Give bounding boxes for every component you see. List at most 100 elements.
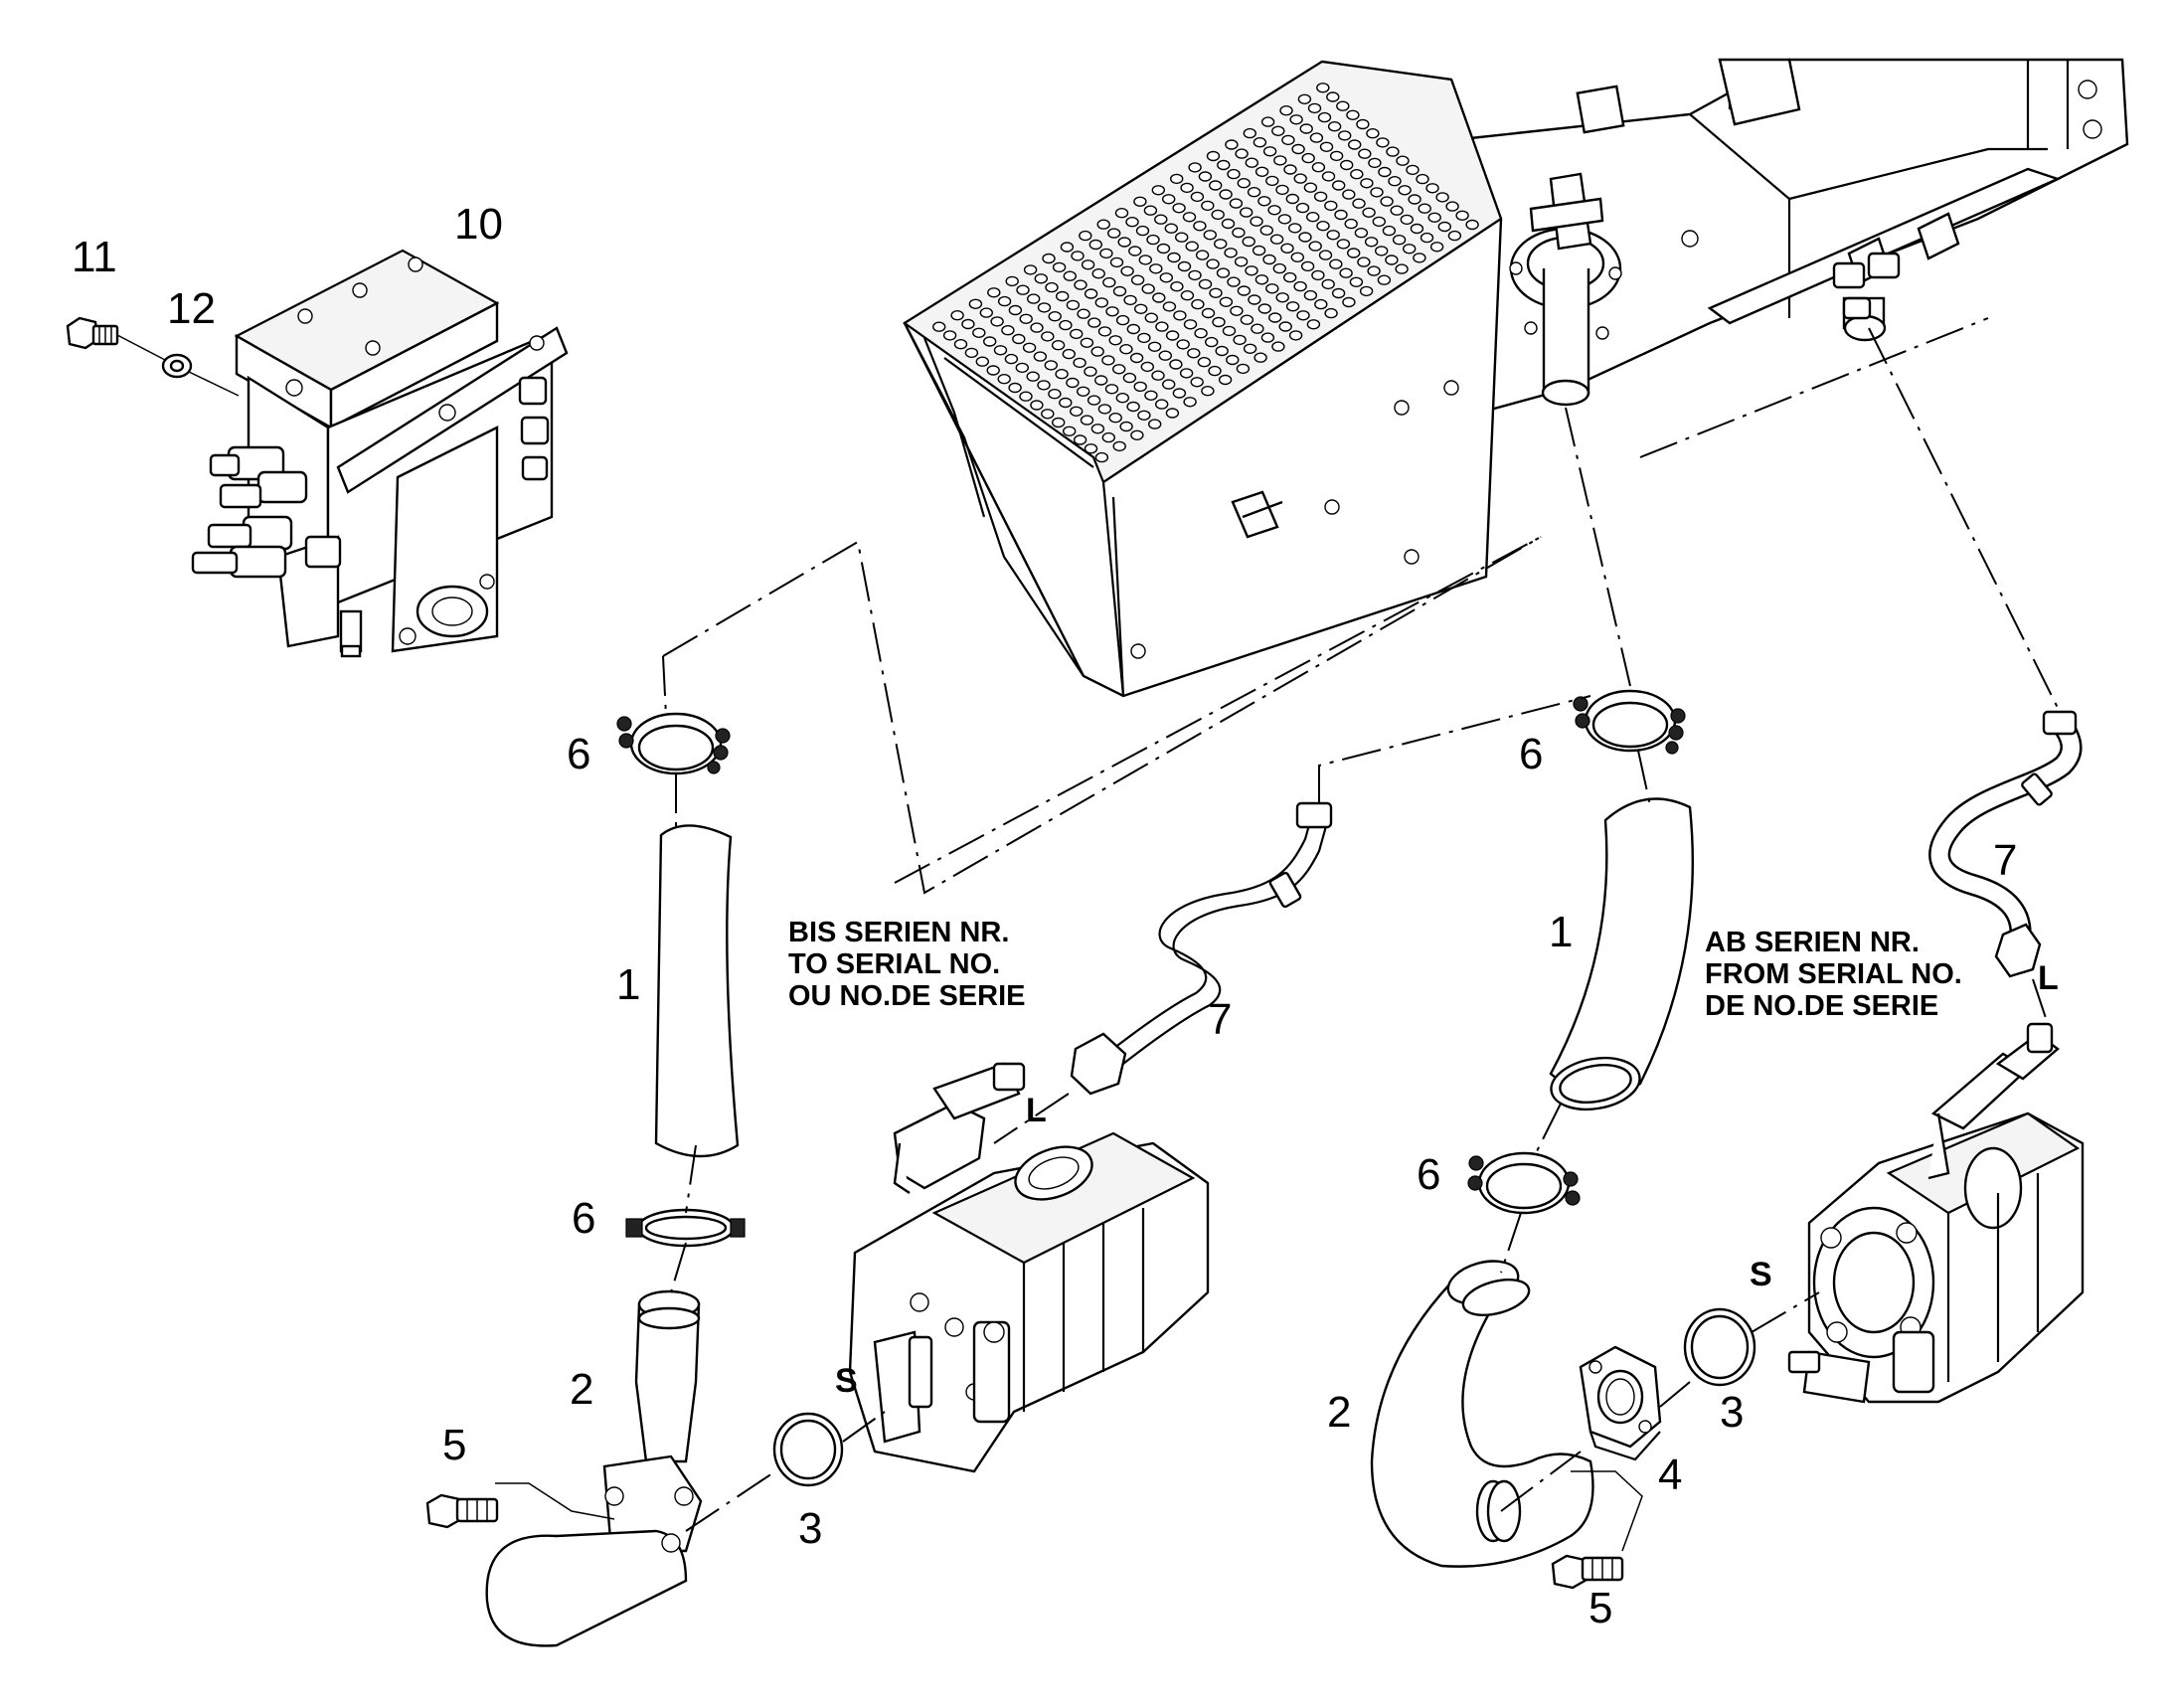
- lid-perforation: [1218, 374, 1233, 386]
- lid-perforation: [1307, 102, 1322, 114]
- lid-perforation: [1012, 333, 1026, 345]
- lid-perforation: [1236, 363, 1251, 375]
- lid-perforation: [1122, 372, 1137, 384]
- lid-perforation: [1372, 216, 1387, 228]
- lid-perforation: [1159, 272, 1174, 283]
- lid-perforation: [1272, 262, 1287, 274]
- lid-perforation: [1130, 429, 1144, 440]
- lid-perforation: [1147, 341, 1162, 352]
- lid-perforation: [1084, 443, 1098, 454]
- lid-perforation: [1257, 196, 1271, 207]
- lid-perforation: [1091, 268, 1105, 279]
- lid-perforation: [1259, 225, 1274, 236]
- lid-perforation: [1402, 244, 1417, 255]
- label-item-2-left: 2: [570, 1365, 593, 1414]
- lid-perforation: [1356, 118, 1370, 130]
- lid-perforation: [1133, 196, 1147, 208]
- lid-perforation: [1252, 245, 1266, 256]
- suction-hose-left: [654, 824, 740, 1158]
- lid-perforation: [1128, 246, 1142, 256]
- lid-perforation: [1221, 218, 1236, 230]
- lid-perforation: [1096, 219, 1110, 230]
- lid-perforation: [1326, 230, 1340, 241]
- label-item-1-left: 1: [616, 960, 640, 1009]
- lid-perforation: [1376, 137, 1390, 148]
- lid-perforation: [1037, 302, 1052, 313]
- hydraulic-pump-left: [848, 1062, 1210, 1473]
- lid-perforation: [932, 321, 946, 332]
- lid-perforation: [1279, 104, 1293, 116]
- lid-perforation: [1114, 207, 1129, 219]
- lid-perforation: [1285, 193, 1300, 205]
- lid-perforation: [1400, 214, 1415, 226]
- lid-perforation: [1288, 330, 1303, 341]
- lid-perforation: [1101, 431, 1116, 443]
- lid-perforation: [1194, 328, 1208, 339]
- lid-perforation: [1349, 276, 1364, 287]
- lid-perforation: [1329, 150, 1344, 162]
- lid-perforation: [1251, 323, 1264, 334]
- lid-perforation: [1314, 298, 1328, 310]
- lid-perforation: [1183, 397, 1197, 408]
- lid-perforation: [953, 339, 968, 350]
- lid-perforation: [1106, 228, 1121, 239]
- lid-perforation: [1180, 290, 1195, 301]
- lid-perforation: [1004, 353, 1019, 365]
- lid-perforation: [1080, 415, 1094, 426]
- lid-perforation: [1289, 114, 1303, 125]
- plug-screw-item-11: [66, 316, 119, 350]
- lid-perforation: [1245, 157, 1259, 168]
- lid-perforation: [1190, 377, 1204, 388]
- lid-perforation: [950, 310, 964, 321]
- lid-perforation: [1170, 281, 1184, 292]
- lid-perforation: [1321, 278, 1335, 290]
- lid-perforation: [1172, 388, 1187, 399]
- lid-perforation: [1111, 364, 1126, 375]
- lid-perforation: [997, 295, 1012, 307]
- lid-perforation: [1097, 404, 1112, 415]
- lid-perforation: [1215, 345, 1229, 357]
- lid-perforation: [1253, 136, 1267, 148]
- lid-perforation: [1093, 375, 1108, 386]
- lid-perforation: [1208, 180, 1223, 191]
- lid-perforation: [1247, 186, 1261, 198]
- lid-perforation: [1080, 337, 1094, 348]
- lid-perforation: [1090, 346, 1104, 357]
- lid-perforation: [1267, 205, 1281, 216]
- lid-perforation: [968, 298, 983, 309]
- serial-note-after-en: FROM SERIAL NO.: [1705, 958, 1962, 990]
- lid-perforation: [1240, 314, 1254, 325]
- lid-perforation: [1229, 198, 1244, 209]
- lid-perforation: [1051, 340, 1066, 351]
- lid-perforation: [1352, 198, 1366, 209]
- lid-perforation: [1101, 355, 1115, 366]
- leak-oil-hose-right: [1928, 710, 2083, 978]
- lid-perforation: [1248, 294, 1261, 305]
- lid-perforation: [1233, 334, 1247, 346]
- port-l-left: L: [1026, 1092, 1047, 1129]
- lid-perforation: [1030, 322, 1044, 333]
- label-item-10: 10: [454, 200, 503, 249]
- lid-perforation: [1154, 214, 1168, 225]
- lid-perforation: [1254, 274, 1269, 285]
- label-item-6-upper-right: 6: [1519, 730, 1543, 778]
- lid-perforation: [1227, 168, 1241, 180]
- lid-perforation: [1055, 369, 1069, 380]
- lid-perforation: [1180, 182, 1194, 194]
- lid-perforation: [1154, 399, 1169, 410]
- label-item-11: 11: [72, 233, 117, 281]
- lid-perforation: [990, 316, 1004, 327]
- lid-perforation: [1062, 348, 1077, 360]
- lid-perforation: [1271, 125, 1285, 137]
- serial-note-after: AB SERIEN NR. FROM SERIAL NO. DE NO.DE S…: [1705, 927, 1962, 1022]
- lid-perforation: [1378, 166, 1392, 178]
- lid-perforation: [1324, 307, 1338, 319]
- lid-perforation: [1346, 248, 1361, 258]
- lid-perforation: [1337, 130, 1352, 141]
- lid-perforation: [1146, 234, 1160, 246]
- lid-perforation: [1090, 424, 1105, 434]
- serial-note-before-en: TO SERIAL NO.: [788, 948, 1000, 980]
- lid-perforation: [1388, 175, 1402, 187]
- lid-perforation: [1416, 173, 1429, 185]
- lid-perforation: [1271, 341, 1285, 352]
